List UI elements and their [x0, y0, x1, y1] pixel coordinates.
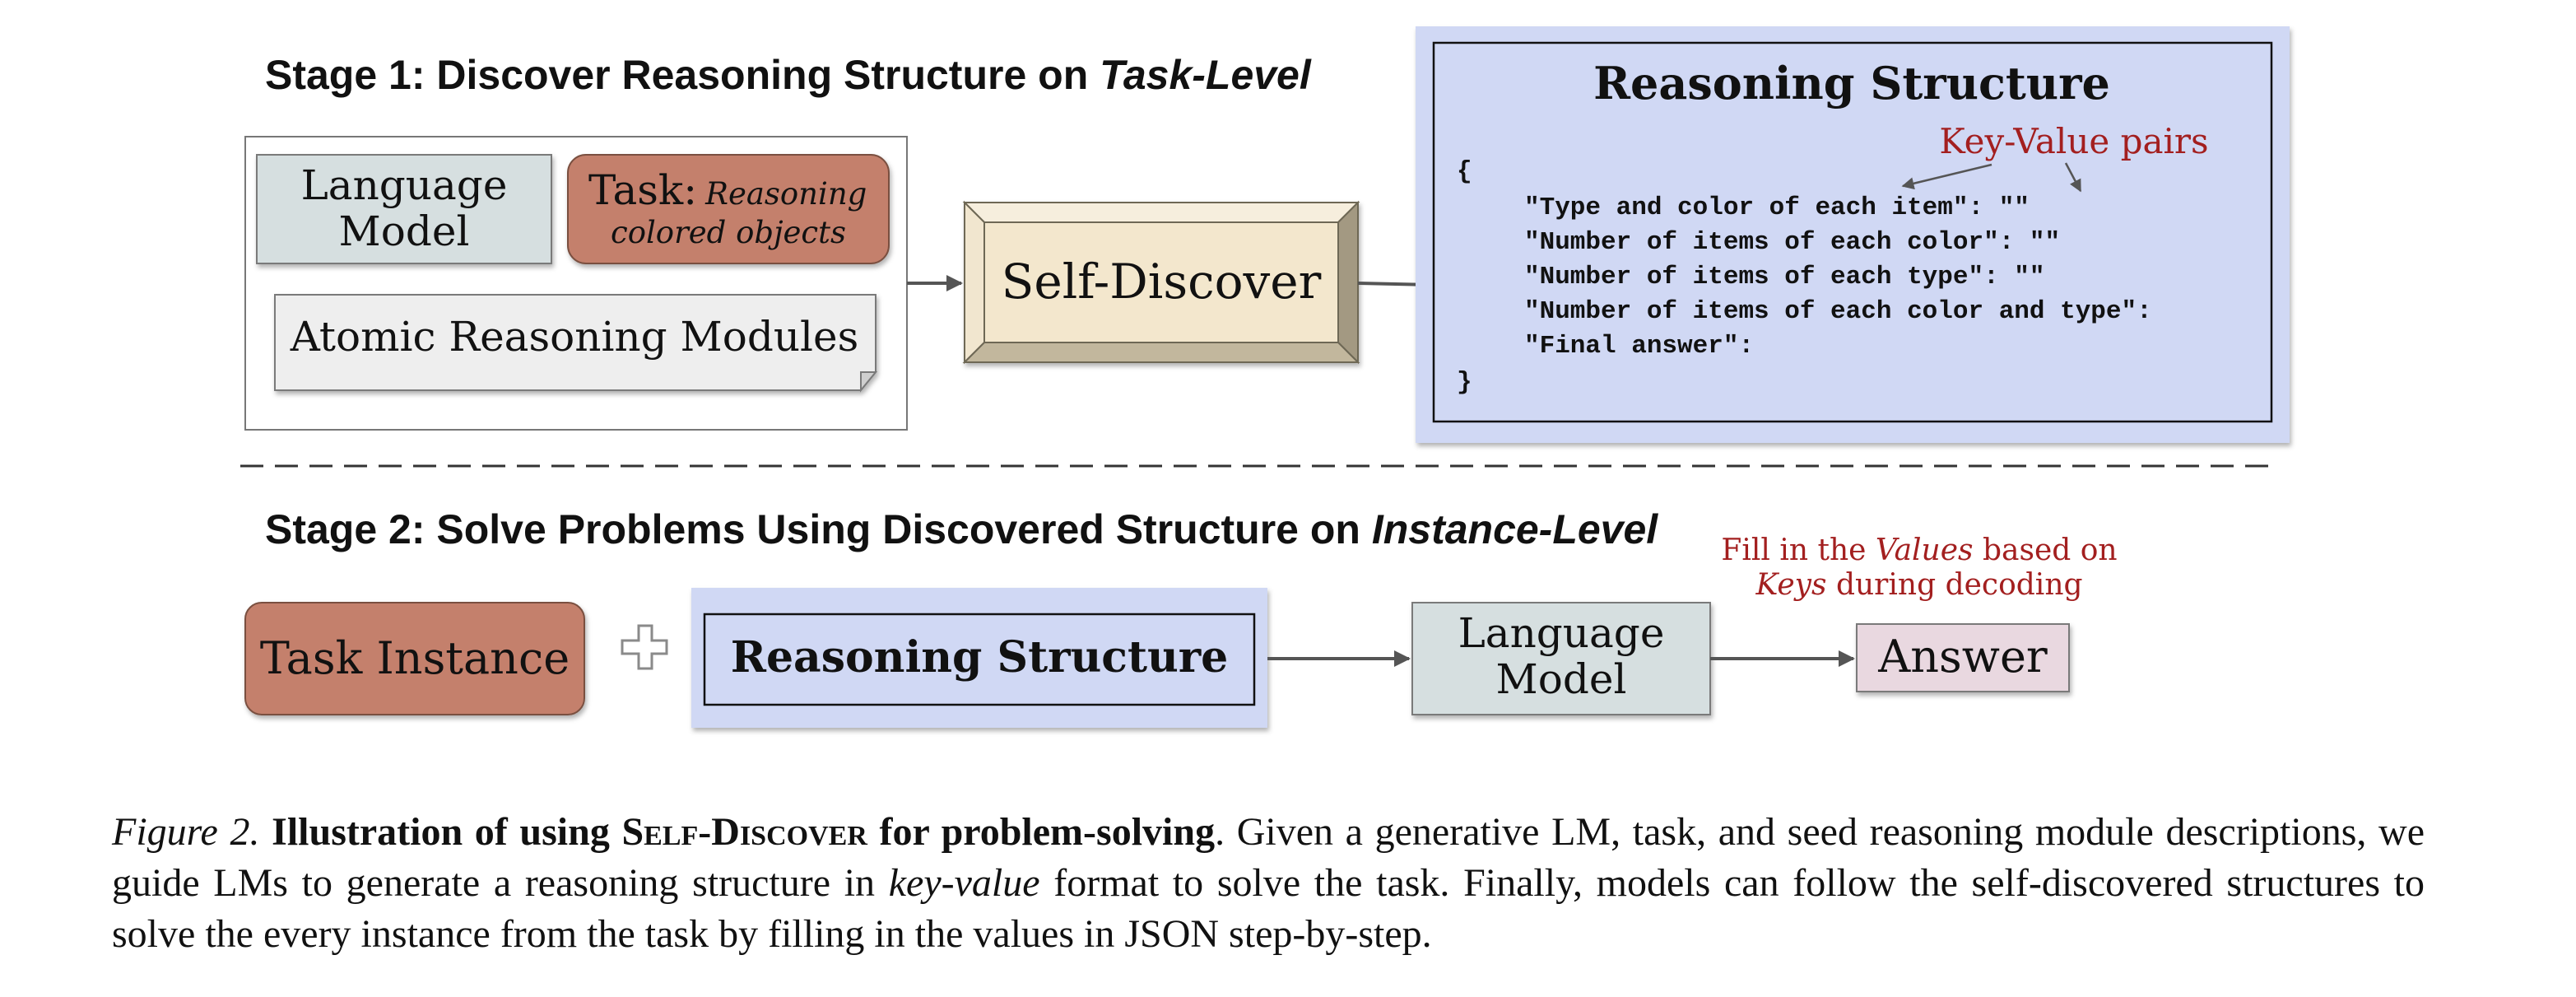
self-discover-diagram: Stage 1: Discover Reasoning Structure on…	[240, 26, 2290, 728]
json-line: "Type and color of each item": ""	[1524, 193, 2030, 222]
answer-box	[1856, 623, 2070, 692]
reasoning-structure-inner	[1432, 41, 2273, 423]
json-line: "Final answer":	[1524, 332, 1754, 361]
atomic-modules-fold	[860, 371, 878, 393]
plus-icon	[621, 624, 668, 670]
task-desc-line1: Reasoning	[704, 176, 867, 212]
caption-text-b: format to solve the task. Finally, model…	[112, 861, 2425, 956]
fill-note-line1: Fill in the Values based on	[1721, 533, 2117, 567]
json-close-brace: }	[1457, 368, 1472, 397]
annotation-arrow-right	[2064, 162, 2082, 193]
stage1-title-prefix: Stage 1: Discover Reasoning Structure on	[265, 52, 1100, 98]
stage2-title-italic: Instance-Level	[1372, 506, 1658, 552]
stage2-structure-label: Reasoning Structure	[731, 632, 1229, 683]
caption-title-a: Illustration of using	[272, 810, 622, 854]
stage2-language-model-line2: Model	[1496, 655, 1627, 703]
caption-label: Figure 2.	[112, 810, 260, 854]
stage1-title: Stage 1: Discover Reasoning Structure on…	[265, 52, 1312, 98]
fill-note-line2: Keys during decoding	[1755, 568, 2082, 602]
self-discover-box	[962, 200, 1360, 365]
caption-title-smallcaps: Self-Discover	[621, 810, 867, 854]
task-instance-box	[244, 602, 585, 715]
language-model-box	[256, 154, 552, 264]
stage2-language-model-box	[1411, 602, 1711, 715]
json-open-brace: {	[1457, 157, 1472, 186]
stage2-title-prefix: Stage 2: Solve Problems Using Discovered…	[265, 506, 1372, 552]
json-line: "Number of items of each type": ""	[1524, 263, 2045, 291]
task-box	[567, 154, 890, 264]
task-label: Task:Reasoning	[588, 166, 867, 214]
language-model-label-line1: Language	[301, 161, 508, 209]
stage2-structure-inner	[703, 613, 1256, 706]
caption-text-a: . Given a generative LM, task, and seed …	[112, 810, 2425, 905]
caption-title-b: for problem-solving	[867, 810, 1216, 854]
language-model-label-line2: Model	[339, 207, 470, 255]
task-desc-line2: colored objects	[611, 215, 846, 250]
task-instance-label: Task Instance	[260, 632, 570, 684]
caption-text-em: key-value	[888, 861, 1040, 905]
annotation-arrow-left	[1901, 163, 1992, 190]
figure-caption: Figure 2. Illustration of using Self-Dis…	[112, 807, 2425, 960]
answer-label: Answer	[1877, 631, 2048, 683]
task-label-bold: Task:	[588, 166, 697, 214]
stage2-title: Stage 2: Solve Problems Using Discovered…	[265, 506, 1658, 552]
caption-title: Illustration of using Self-Discover for …	[272, 810, 1215, 854]
reasoning-structure-title: Reasoning Structure	[1593, 57, 2110, 109]
stage2-language-model-line1: Language	[1458, 609, 1665, 657]
json-line: "Number of items of each color and type"…	[1524, 297, 2152, 326]
atomic-modules-label: Atomic Reasoning Modules	[290, 313, 859, 361]
stage1-title-italic: Task-Level	[1100, 52, 1312, 98]
json-line: "Number of items of each color": ""	[1524, 228, 2060, 257]
key-value-annotation: Key-Value pairs	[1939, 121, 2208, 161]
self-discover-label: Self-Discover	[1002, 254, 1322, 310]
